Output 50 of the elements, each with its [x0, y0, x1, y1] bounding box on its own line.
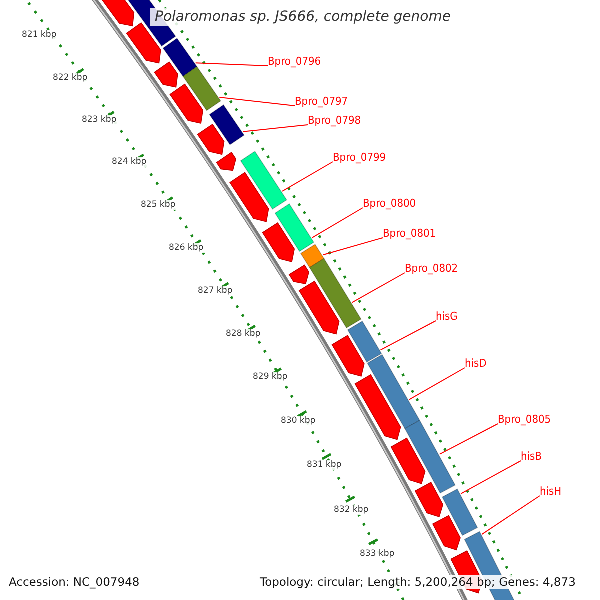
scale-label: 822 kbp — [53, 73, 88, 83]
scale-label: 829 kbp — [253, 372, 288, 382]
info-text: Accession: NC_007948 — [7, 575, 142, 589]
info-text: Topology: circular; Length: 5,200,264 bp; Genes: 4,873 — [258, 575, 578, 589]
gene-label: hisH — [540, 485, 562, 499]
leader-line — [322, 238, 384, 256]
gene-block — [274, 204, 315, 252]
leader-line — [408, 368, 466, 400]
gene-label: Bpro_0800 — [363, 197, 416, 211]
gene-label: Bpro_0798 — [308, 114, 362, 128]
gene-label: hisG — [436, 310, 458, 324]
scale-label: 821 kbp — [22, 30, 57, 40]
scale-label: 827 kbp — [198, 286, 233, 296]
gene-label: Bpro_0805 — [498, 413, 552, 427]
scale-label: 824 kbp — [112, 157, 147, 167]
scale-label: 830 kbp — [281, 416, 316, 426]
gene-block — [309, 258, 362, 329]
leader-line — [482, 496, 540, 535]
gene-label: hisD — [465, 357, 487, 371]
gene-label: Bpro_0799 — [333, 151, 386, 165]
scale-label: 828 kbp — [226, 329, 261, 339]
gene-label: Bpro_0797 — [295, 95, 348, 109]
scale-label: 825 kbp — [141, 200, 176, 210]
gene-block — [442, 488, 478, 536]
gene-block — [347, 320, 382, 363]
scale-label: 826 kbp — [169, 243, 204, 253]
gene-label: hisB — [521, 450, 542, 464]
leader-line — [195, 62, 268, 66]
gene-block — [162, 38, 198, 78]
scale-label: 832 kbp — [334, 505, 369, 515]
gene-block — [404, 420, 456, 494]
scale-label: 823 kbp — [82, 115, 117, 125]
leader-line — [242, 124, 308, 132]
gene-label: Bpro_0801 — [383, 227, 436, 241]
gene-block — [182, 66, 222, 112]
leader-line — [312, 208, 364, 238]
gene-label: Bpro_0796 — [268, 55, 322, 69]
leader-line — [439, 424, 498, 455]
leader-line — [352, 272, 406, 304]
gene-block — [367, 354, 420, 430]
scale-label: 833 kbp — [360, 549, 395, 559]
leader-line — [380, 320, 436, 351]
gene-block — [240, 151, 288, 210]
gene-label: Bpro_0802 — [405, 262, 458, 276]
gene-block — [300, 244, 325, 268]
gene-block — [209, 104, 245, 146]
leader-line — [282, 162, 334, 192]
leader-line — [460, 460, 522, 494]
leader-line — [219, 97, 296, 106]
scale-label: 831 kbp — [307, 460, 342, 470]
